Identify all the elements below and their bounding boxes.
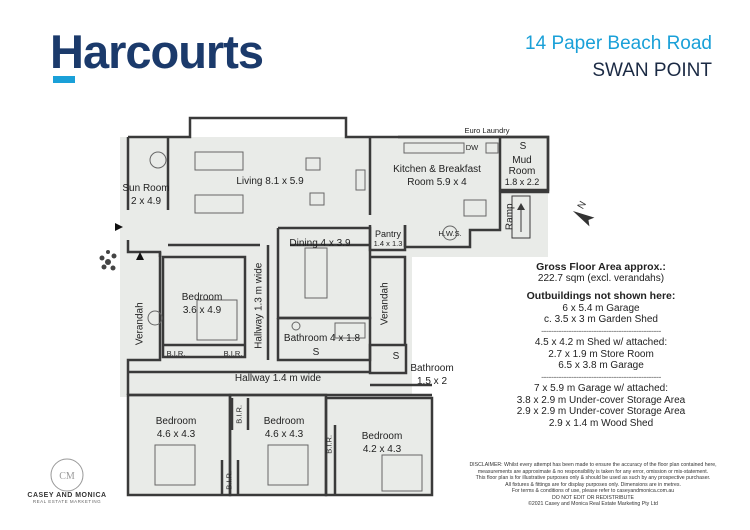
outbuilding-garage-2: 6.5 x 3.8 m Garage [558,360,644,372]
furniture [147,142,499,492]
disclaimer-line: This floor plan is for illustrative purp… [475,475,711,481]
bir-label-3: B.I.R. [234,404,244,424]
harcourts-logo: Harcourts [50,25,264,78]
hallway-horizontal-label: Hallway 1.4 m wide [234,373,322,384]
separator-1: ----------------------------------------… [541,326,661,337]
bedroom-4-label: Bedroom [361,431,403,442]
bathroom-1-sink-label: S [312,347,320,358]
outbuilding-garden-shed: c. 3.5 x 3 m Garden Shed [544,314,658,326]
casey-monica-name: CASEY AND MONICA [27,492,107,499]
hws-label: H.W.S. [438,229,462,238]
bedroom-1-dimensions: 3.6 x 4.9 [182,305,222,316]
hallway-vertical-label: Hallway 1.3 m wide [253,262,265,349]
outbuildings-heading: Outbuildings not shown here: [526,290,676,303]
gross-floor-area-heading: Gross Floor Area approx.: [536,261,666,273]
floor-fill [120,137,548,495]
disclaimer-line: DISCLAIMER: Whilst every attempt has bee… [469,462,717,468]
svg-text:CM: CM [59,471,75,482]
disclaimer-line: All fixtures & fittings are for display … [505,481,681,488]
disclaimer: DISCLAIMER: Whilst every attempt has bee… [452,462,734,508]
casey-monica-brand: CASEY AND MONICA REAL ESTATE MARKETING [12,448,122,504]
bathroom-1-label: Bathroom 4 x 1.8 [283,333,361,344]
sun-room-dimensions: 2 x 4.9 [130,196,162,207]
bedroom-3-dimensions: 4.6 x 4.3 [264,429,304,440]
pantry-label: Pantry [374,229,402,239]
plant-icon [99,250,117,271]
walls [126,116,550,497]
svg-text:N: N [576,200,589,212]
gross-floor-area-value: 222.7 sqm (excl. verandahs) [537,273,665,285]
bedroom-2-dimensions: 4.6 x 4.3 [156,429,196,440]
outbuilding-garage-1: 6 x 5.4 m Garage [562,302,640,314]
bedroom-2-label: Bedroom [155,416,197,427]
entry-arrow-icon [115,223,144,260]
address-street: 14 Paper Beach Road [525,33,712,54]
dishwasher-label: DW [465,143,479,152]
ramp [511,195,531,239]
outbuilding-wood-shed: 2.9 x 1.4 m Wood Shed [548,418,654,430]
casey-monica-sub: REAL ESTATE MARKETING [32,499,102,504]
verandah-left-label: Verandah [134,302,146,346]
address-suburb: SWAN POINT [592,60,712,81]
bir-label-4: B.I.R. [224,470,234,490]
separator-2: ----------------------------------------… [541,372,661,383]
bir-label-2: B.I.R. [223,349,243,358]
disclaimer-line: For terms & conditions of use, please re… [511,488,675,494]
outbuilding-storage-2: 2.9 x 2.9 m Under-cover Storage Area [516,406,686,418]
casey-monica-logo-icon: CM [50,458,84,492]
disclaimer-line: DO NOT EDIT OR REDISTRIBUTE [552,494,634,501]
outbuilding-store-room: 2.7 x 1.9 m Store Room [548,348,654,360]
bedroom-4-dimensions: 4.2 x 4.3 [362,444,402,455]
bir-label-1: B.I.R. [166,349,186,358]
mud-room-label-2: Room [508,166,536,177]
outbuilding-shed: 4.5 x 4.2 m Shed w/ attached: [534,336,668,348]
ramp-label: Ramp [504,203,516,231]
outbuilding-storage-1: 3.8 x 2.9 m Under-cover Storage Area [516,394,686,406]
bathroom-2-sink-label: S [392,351,400,362]
kitchen-dimensions: Room 5.9 x 4 [407,177,467,188]
disclaimer-line: ©2021 Casey and Monica Real Estate Marke… [528,501,658,507]
logo-accent-bar [53,76,75,83]
euro-laundry-label: Euro Laundry [464,126,510,135]
mud-room-label: Mud [512,155,532,166]
bathroom-2-dimensions: 1.5 x 2 [416,376,448,387]
bedroom-3-label: Bedroom [263,416,305,427]
pantry-dimensions: 1.4 x 1.3 [373,239,403,248]
sink-s-label: S [519,141,527,152]
bedroom-1-label: Bedroom [181,292,223,303]
floor-area-info: Gross Floor Area approx.: 222.7 sqm (exc… [486,261,716,430]
outbuilding-garage-3: 7 x 5.9 m Garage w/ attached: [534,382,668,394]
kitchen-label: Kitchen & Breakfast [393,164,481,175]
living-label: Living 8.1 x 5.9 [236,176,304,187]
disclaimer-line: measurements are approximate & no respon… [477,468,709,475]
bathroom-2-label: Bathroom [410,363,454,374]
bir-label-5: B.I.R. [324,434,334,454]
north-arrow-icon: N [572,200,595,227]
sun-room-label: Sun Room [122,183,170,194]
verandah-right-label: Verandah [379,282,391,326]
dining-label: Dining 4 x 3.9 [289,238,351,249]
mud-room-dimensions: 1.8 x 2.2 [504,177,540,187]
